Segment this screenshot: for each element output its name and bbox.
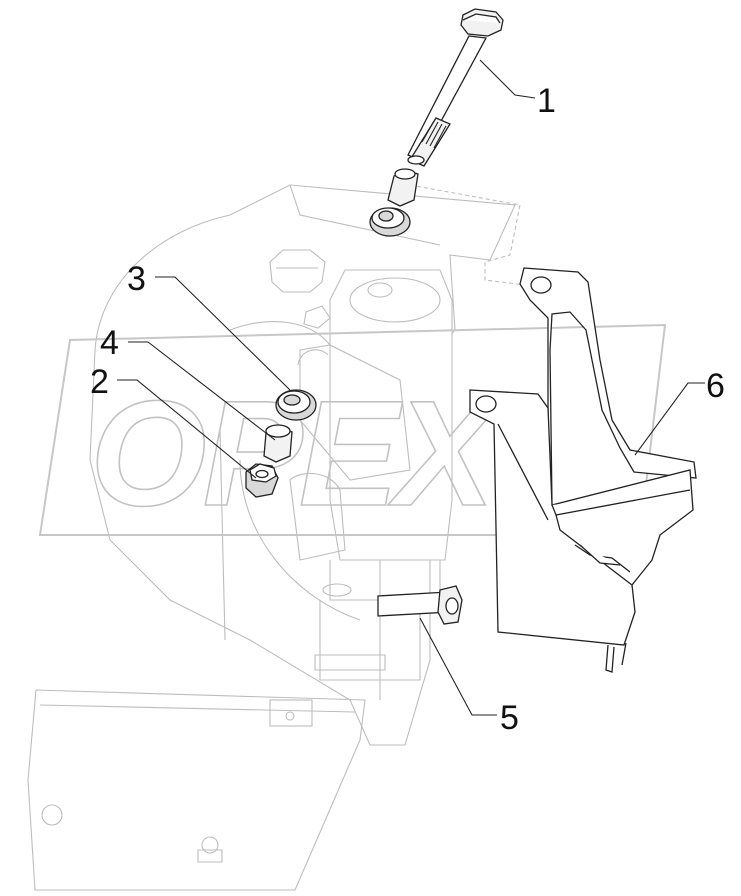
leader-1 — [479, 59, 536, 99]
leader-3 — [155, 276, 291, 391]
part-bolt — [407, 8, 504, 167]
leader-lines — [117, 59, 705, 716]
callout-6: 6 — [706, 367, 725, 405]
leader-2 — [117, 379, 257, 479]
part-top-washer — [369, 207, 411, 237]
part-nut-2 — [245, 463, 279, 498]
leader-4 — [128, 341, 276, 441]
callout-2: 2 — [90, 363, 109, 401]
callout-5: 5 — [500, 699, 519, 737]
part-clamp-bar — [377, 585, 463, 625]
callout-labels: 1 2 3 4 5 6 — [90, 82, 725, 737]
part-sleeve-4 — [263, 424, 293, 463]
leader-5 — [419, 617, 497, 716]
callout-3: 3 — [127, 260, 146, 298]
part-bolt-sleeve — [387, 168, 419, 207]
callout-1: 1 — [537, 82, 556, 120]
part-washer-3 — [275, 389, 317, 421]
background-assembly — [27, 184, 526, 891]
part-guard-bracket — [469, 267, 697, 673]
callout-4: 4 — [100, 324, 119, 362]
leader-6 — [634, 382, 705, 456]
